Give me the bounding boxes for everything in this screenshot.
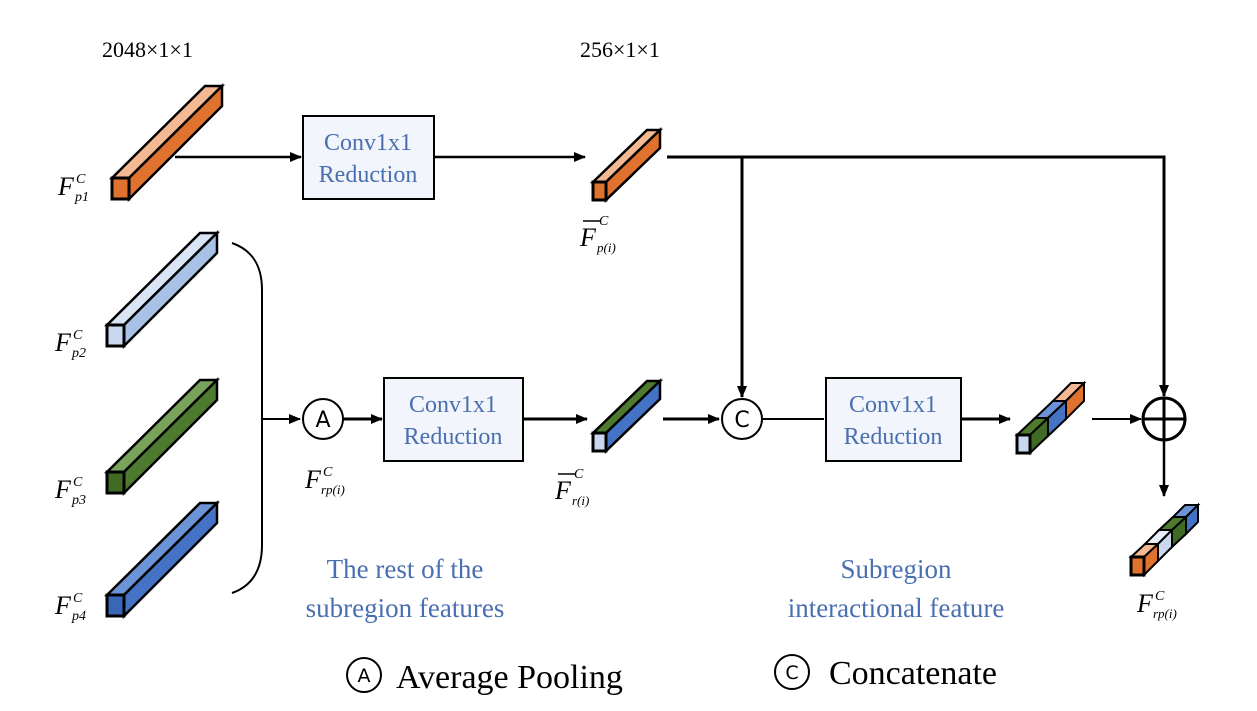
svg-text:F: F (579, 223, 597, 252)
label-reduced-p: F C p(i) (579, 214, 616, 255)
conv-box-right: Conv1x1 Reduction (825, 377, 962, 462)
feature-bar-reduced-r (589, 378, 664, 454)
label-rest-pooled: F C rp(i) (304, 465, 345, 497)
svg-text:C: C (73, 475, 83, 490)
svg-text:F: F (304, 465, 322, 494)
conv-box-top-line1: Conv1x1 (324, 130, 412, 156)
feature-bar-fp2 (103, 230, 221, 350)
concatenate-node-symbol: C (734, 408, 749, 433)
conv-box-middle-line1: Conv1x1 (409, 392, 497, 418)
svg-text:r(i): r(i) (572, 493, 589, 508)
reduced-dimension-label: 256×1×1 (580, 37, 660, 62)
svg-text:C: C (1155, 589, 1165, 604)
average-pooling-node-symbol: A (315, 408, 330, 433)
svg-text:p3: p3 (71, 493, 86, 508)
caption-rest-line2: subregion features (306, 593, 505, 623)
svg-text:p4: p4 (71, 609, 86, 624)
svg-text:C: C (73, 591, 83, 606)
caption-rest-line1: The rest of the (327, 554, 484, 584)
svg-text:rp(i): rp(i) (321, 482, 345, 497)
svg-text:F: F (1136, 589, 1154, 618)
label-output: F C rp(i) (1136, 589, 1177, 621)
label-fp2: F C p2 (54, 328, 86, 361)
svg-text:F: F (57, 172, 75, 201)
legend-concatenate: C Concatenate (774, 654, 997, 692)
svg-text:F: F (54, 591, 72, 620)
svg-text:C: C (73, 328, 83, 343)
caption-interactional-line2: interactional feature (788, 593, 1005, 623)
svg-text:F: F (54, 475, 72, 504)
feature-bar-reduced-p (589, 127, 664, 203)
connectors (175, 152, 1169, 594)
svg-text:C: C (574, 467, 584, 482)
feature-bar-fp3 (103, 377, 221, 497)
feature-bar-output (1128, 502, 1201, 578)
svg-text:p1: p1 (74, 190, 89, 205)
conv-box-middle-line2: Reduction (404, 424, 503, 450)
feature-bar-fp1 (108, 83, 226, 203)
svg-text:F: F (554, 476, 572, 505)
svg-text:A: A (358, 665, 371, 687)
concatenate-node: C (721, 398, 763, 440)
feature-bar-fp4 (103, 500, 221, 620)
legend-average-pooling: A Average Pooling (346, 657, 623, 696)
svg-text:rp(i): rp(i) (1153, 606, 1177, 621)
conv-box-top-line2: Reduction (319, 162, 418, 188)
svg-text:C: C (323, 465, 333, 480)
label-fp4: F C p4 (54, 591, 86, 624)
conv-box-right-line2: Reduction (844, 424, 943, 450)
average-pooling-node: A (302, 398, 344, 440)
caption-interactional-line1: Subregion (841, 554, 952, 584)
conv-box-middle: Conv1x1 Reduction (383, 377, 524, 462)
svg-text:C: C (785, 662, 798, 684)
legend-concatenate-text: Concatenate (829, 655, 997, 692)
label-fp1: F C p1 (57, 172, 89, 205)
element-wise-sum-node (1141, 396, 1187, 442)
input-dimension-label: 2048×1×1 (102, 37, 193, 62)
conv-box-right-line1: Conv1x1 (849, 392, 937, 418)
svg-text:C: C (599, 214, 609, 229)
svg-text:p(i): p(i) (596, 240, 616, 255)
label-fp3: F C p3 (54, 475, 86, 508)
svg-text:C: C (76, 172, 86, 187)
legend-average-pooling-text: Average Pooling (396, 659, 623, 696)
svg-text:p2: p2 (71, 346, 86, 361)
feature-bar-interactional (1014, 380, 1087, 456)
conv-box-top: Conv1x1 Reduction (302, 115, 435, 200)
label-reduced-r: F C r(i) (554, 467, 589, 508)
svg-text:F: F (54, 328, 72, 357)
